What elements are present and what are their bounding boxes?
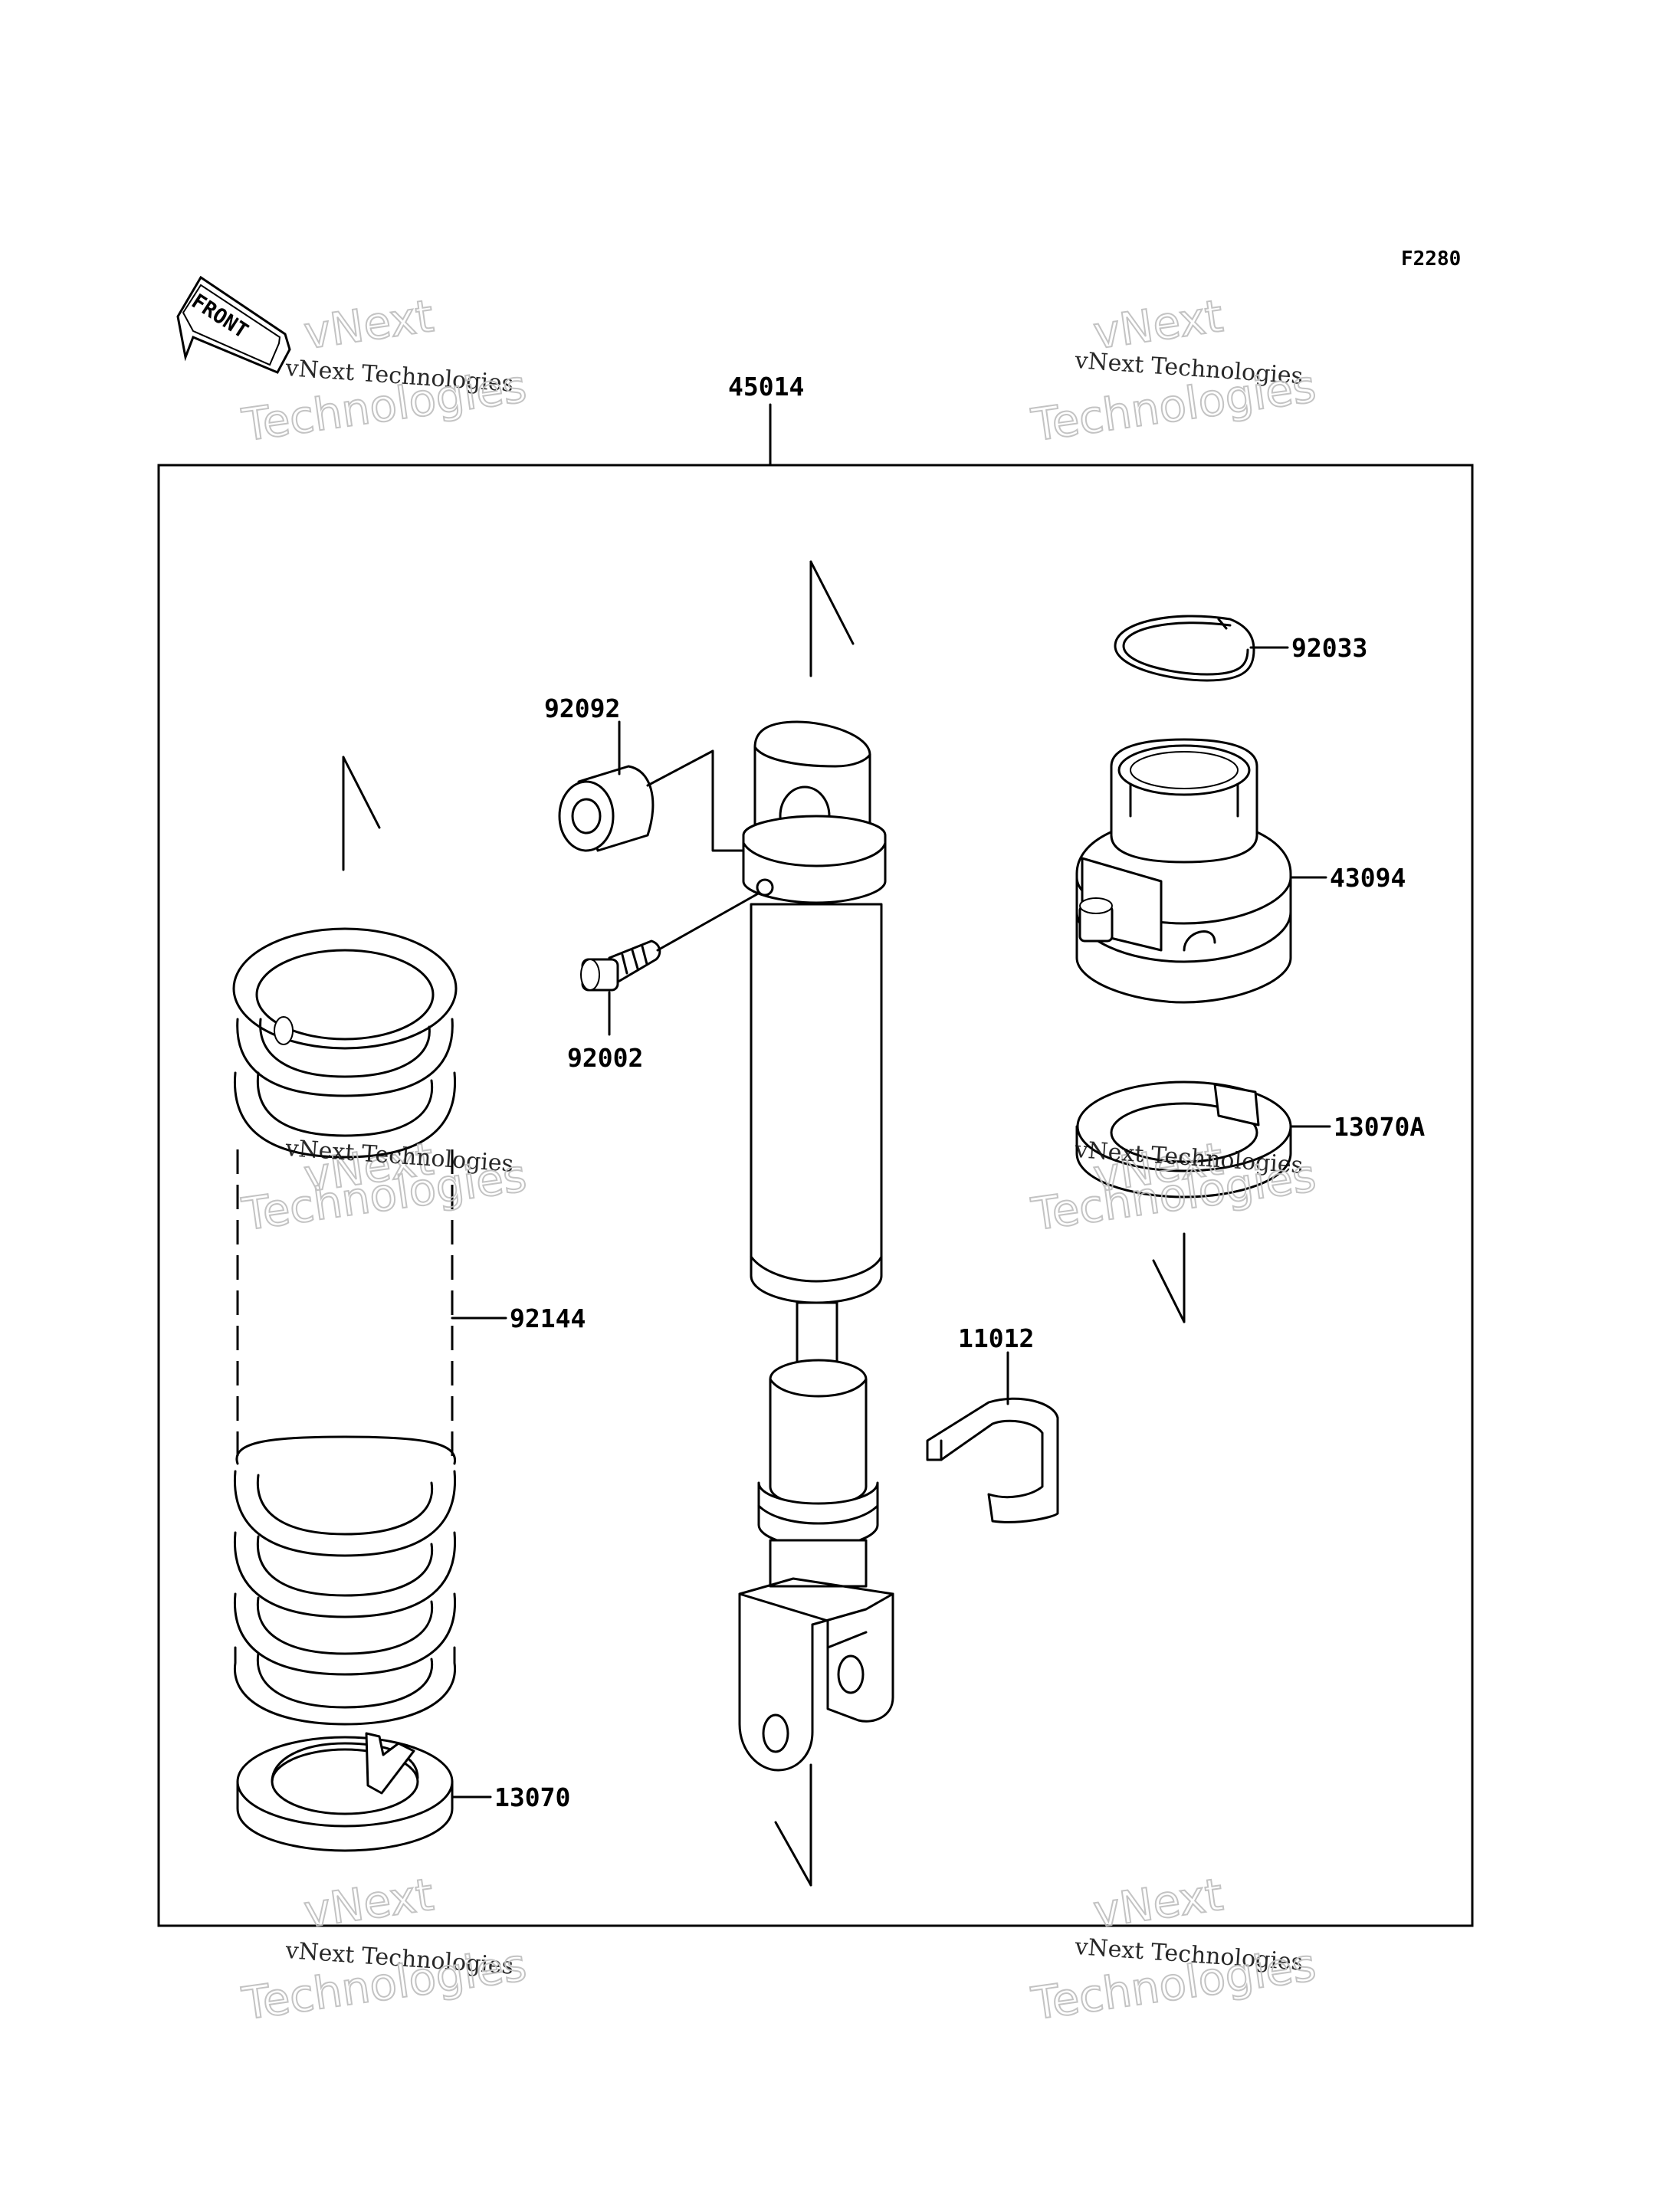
leader-bolt-to-shock (656, 887, 768, 952)
svg-text:vNext: vNext (300, 290, 436, 359)
bolt-part (580, 939, 661, 992)
watermark-bottom-left: vNext vNext Technologies Technologies (238, 1867, 530, 2031)
spring-label: 92144 (510, 1303, 586, 1333)
spring-part (232, 927, 458, 1726)
svg-text:vNext: vNext (300, 1868, 436, 1938)
svg-text:vNext: vNext (1090, 1868, 1226, 1938)
diagram-code: F2280 (1401, 248, 1461, 271)
snap-ring-part (1114, 615, 1255, 682)
watermark-top-left: vNext vNext Technologies Technologies (238, 289, 530, 452)
leader-bushing-to-shock (646, 749, 756, 852)
svg-text:vNext: vNext (1090, 290, 1226, 359)
watermark-top-right: vNext vNext Technologies Technologies (1027, 289, 1319, 452)
shock-absorber-part (738, 720, 894, 1772)
spring-guide-upper-part (1075, 1080, 1292, 1199)
bushing-part (558, 765, 655, 852)
spring-guide-upper-label: 13070A (1334, 1112, 1425, 1142)
assembly-frame (157, 464, 1474, 1927)
clip-part (926, 1397, 1059, 1523)
break-marks (342, 560, 1186, 1887)
watermark-bottom-right: vNext vNext Technologies Technologies (1027, 1867, 1319, 2031)
spring-guide-lower-part (236, 1732, 454, 1852)
adjuster-label: 43094 (1330, 863, 1406, 893)
bushing-label: 92092 (544, 694, 620, 723)
snap-ring-label: 92033 (1291, 633, 1367, 663)
bolt-label: 92002 (567, 1043, 643, 1073)
clip-label: 11012 (958, 1323, 1034, 1353)
adjuster-part (1075, 738, 1292, 1004)
assembly-part-label: 45014 (728, 372, 804, 402)
front-arrow-icon: FRONT (176, 275, 291, 374)
spring-guide-lower-label: 13070 (494, 1782, 570, 1812)
